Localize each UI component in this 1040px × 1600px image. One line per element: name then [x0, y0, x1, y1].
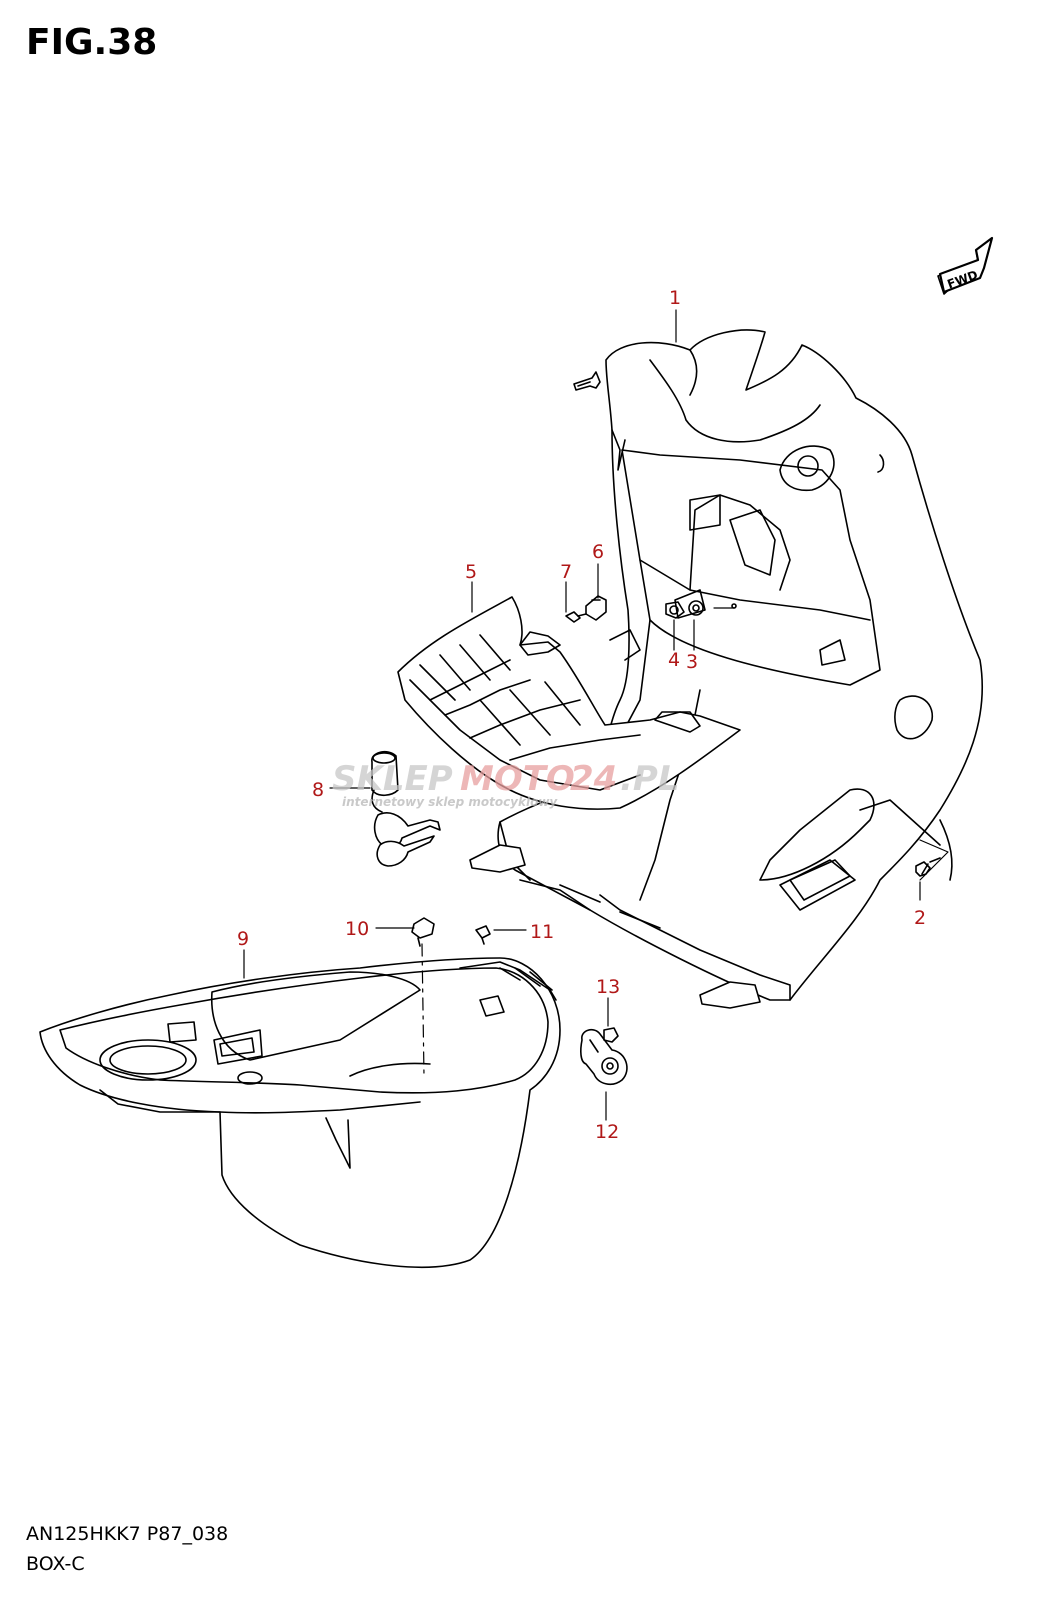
callout-3: 3	[686, 651, 698, 673]
callout-10: 10	[345, 918, 369, 940]
screw-icon-part2	[915, 857, 941, 877]
callout-11: 11	[530, 921, 554, 943]
clip-icon-part10	[411, 917, 435, 947]
model-code: AN125HKK7 P87_038	[26, 1523, 229, 1545]
callout-6: 6	[592, 541, 604, 563]
leader-lines	[243, 309, 949, 1121]
callout-7: 7	[560, 561, 572, 583]
callout-1: 1	[669, 287, 681, 309]
section-name: BOX-C	[26, 1553, 85, 1575]
watermark-tagline: internetowy sklep motocyklowy	[342, 795, 558, 809]
inner-cover-part	[469, 329, 984, 1009]
watermark: SKLEP MOTO 24 .PL internetowy sklep moto…	[332, 759, 680, 809]
bracket-icon-part12	[580, 1028, 628, 1086]
callout-9: 9	[237, 928, 249, 950]
helmet-box-part	[39, 957, 561, 1268]
nut-icon-part4	[665, 601, 685, 619]
figure-title: FIG.38	[26, 22, 158, 63]
screw-icon-part7	[565, 611, 587, 623]
watermark-brand-b: MOTO	[460, 759, 575, 799]
callouts: 1 2 3 4 5 6 7 8 9 10 11 12 13	[237, 287, 926, 1143]
callout-13: 13	[596, 976, 620, 998]
screw-icon-part1	[573, 371, 601, 391]
watermark-brand-d: .PL	[620, 759, 680, 799]
callout-4: 4	[668, 649, 680, 671]
nut-icon-part13	[603, 1027, 619, 1043]
callout-5: 5	[465, 561, 477, 583]
lock-set-part	[371, 750, 441, 867]
screw-icon-part11	[475, 925, 491, 945]
watermark-brand-c: 24	[570, 759, 617, 799]
callout-8: 8	[312, 779, 324, 801]
fwd-arrow-icon: FWD	[937, 236, 994, 295]
callout-2: 2	[914, 907, 926, 929]
callout-12: 12	[595, 1121, 619, 1143]
clip-icon-part6	[585, 595, 607, 621]
net-grill-part	[397, 596, 741, 810]
watermark-brand-a: SKLEP	[332, 759, 453, 799]
